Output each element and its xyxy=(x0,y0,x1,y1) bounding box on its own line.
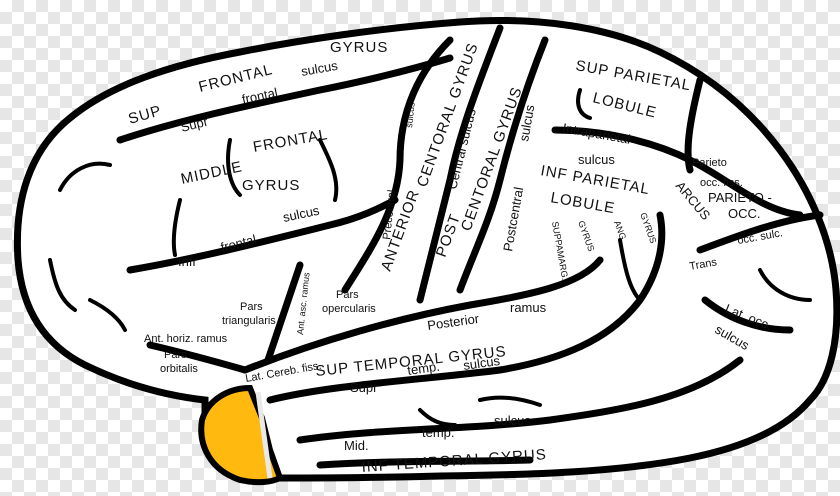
label-pars-orb-1: Pars xyxy=(164,349,187,361)
brain-outline xyxy=(13,17,840,482)
minor-sulci xyxy=(48,88,812,427)
label-pars-oper-1: Pars xyxy=(336,289,359,301)
label-occ-fiss: occ. fiss. xyxy=(700,177,743,189)
label-temp-mid: temp. xyxy=(422,425,455,440)
label-sulcus-mid: sulcus xyxy=(494,413,531,428)
label-parieto: Parieto xyxy=(692,157,727,169)
label-mid: Mid. xyxy=(344,438,369,453)
label-pars-tri-1: Pars xyxy=(240,301,263,313)
label-sulcus-vertical: sulcus xyxy=(404,101,417,128)
label-ramus: ramus xyxy=(510,300,547,315)
sulci-lines xyxy=(116,24,824,469)
temporal-pole-highlight xyxy=(198,384,284,486)
label-pars-tri-2: triangularis xyxy=(222,315,276,327)
label-gyrus-mid: GYRUS xyxy=(242,177,300,194)
label-pars-oper-2: opercularis xyxy=(322,303,376,315)
label-sulcus-sup-frontal: sulcus xyxy=(300,58,339,79)
label-frontal-word: frontal xyxy=(241,85,280,107)
label-occ: OCC. xyxy=(728,206,761,221)
label-gyrus-top: GYRUS xyxy=(330,39,388,56)
label-supr: Supr xyxy=(179,114,210,135)
label-sulcus-intra: sulcus xyxy=(578,152,615,167)
label-sulcus-temp: sulcus xyxy=(462,353,501,373)
label-sulcus-post: sulcus xyxy=(516,103,537,142)
label-supr-temp: Supr xyxy=(350,380,378,395)
label-pars-orb-2: orbitalis xyxy=(160,363,198,375)
label-infr: Infr xyxy=(178,254,197,269)
highlight-boundary xyxy=(255,391,273,479)
label-precentral: Precentral xyxy=(381,189,398,240)
label-parieto-occ: PARIETO - xyxy=(708,190,772,205)
label-trans: Trans xyxy=(688,256,718,273)
label-temp: temp. xyxy=(406,359,440,378)
label-posterior: Posterior xyxy=(426,311,480,333)
label-ant-horiz-ramus: Ant. horiz. ramus xyxy=(144,333,228,345)
